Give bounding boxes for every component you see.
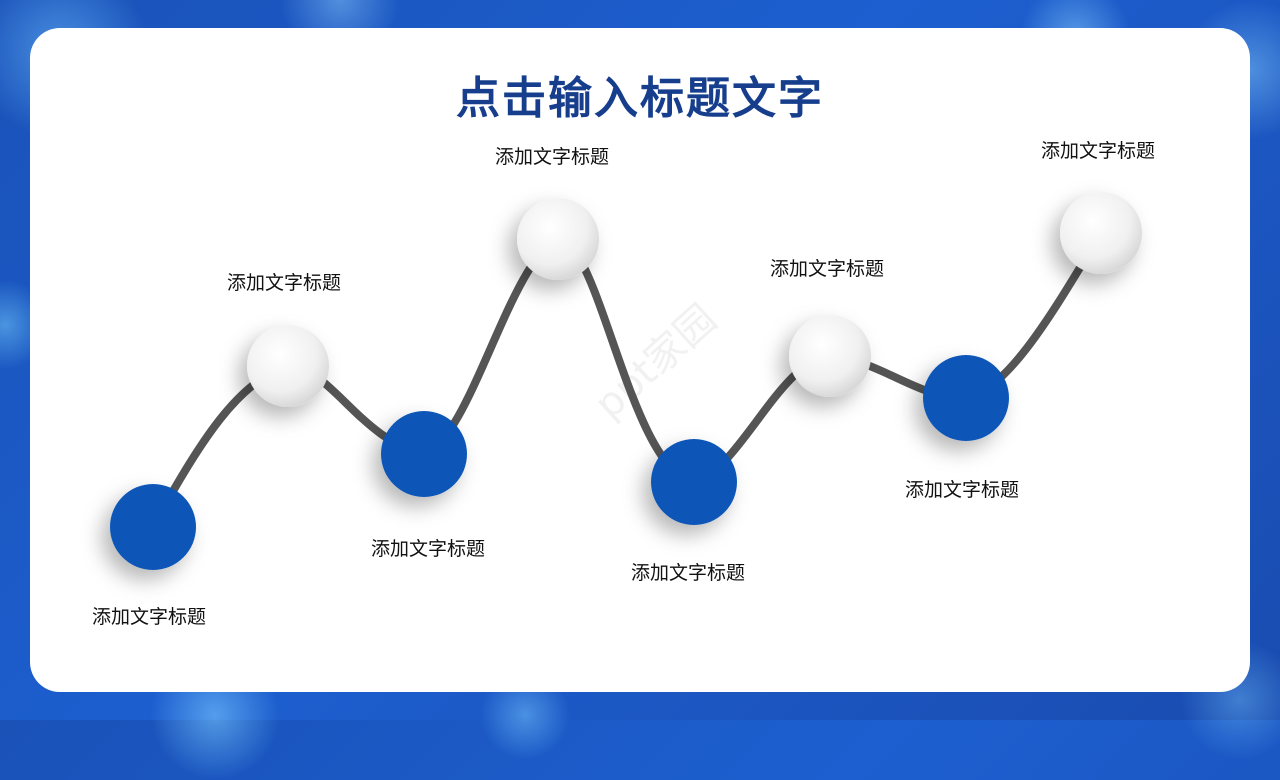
node-label[interactable]: 添加文字标题 [769,258,885,280]
node-label[interactable]: 添加文字标题 [630,562,746,584]
node-label[interactable]: 添加文字标题 [494,146,610,168]
wave-timeline-diagram [110,192,1142,570]
white-node-circle [789,315,871,397]
white-node-circle [517,198,599,280]
white-node-circle [247,325,329,407]
slide-title[interactable]: 点击输入标题文字 [456,73,824,124]
node-label[interactable]: 添加文字标题 [91,606,207,628]
node-label[interactable]: 添加文字标题 [370,538,486,560]
node-label[interactable]: 添加文字标题 [1040,140,1156,162]
blue-node-circle [381,411,467,497]
blue-node-circle [923,355,1009,441]
node-label[interactable]: 添加文字标题 [904,479,1020,501]
node-label[interactable]: 添加文字标题 [226,272,342,294]
blue-node-circle [651,439,737,525]
blue-node-circle [110,484,196,570]
white-node-circle [1060,192,1142,274]
content-panel [30,28,1250,692]
